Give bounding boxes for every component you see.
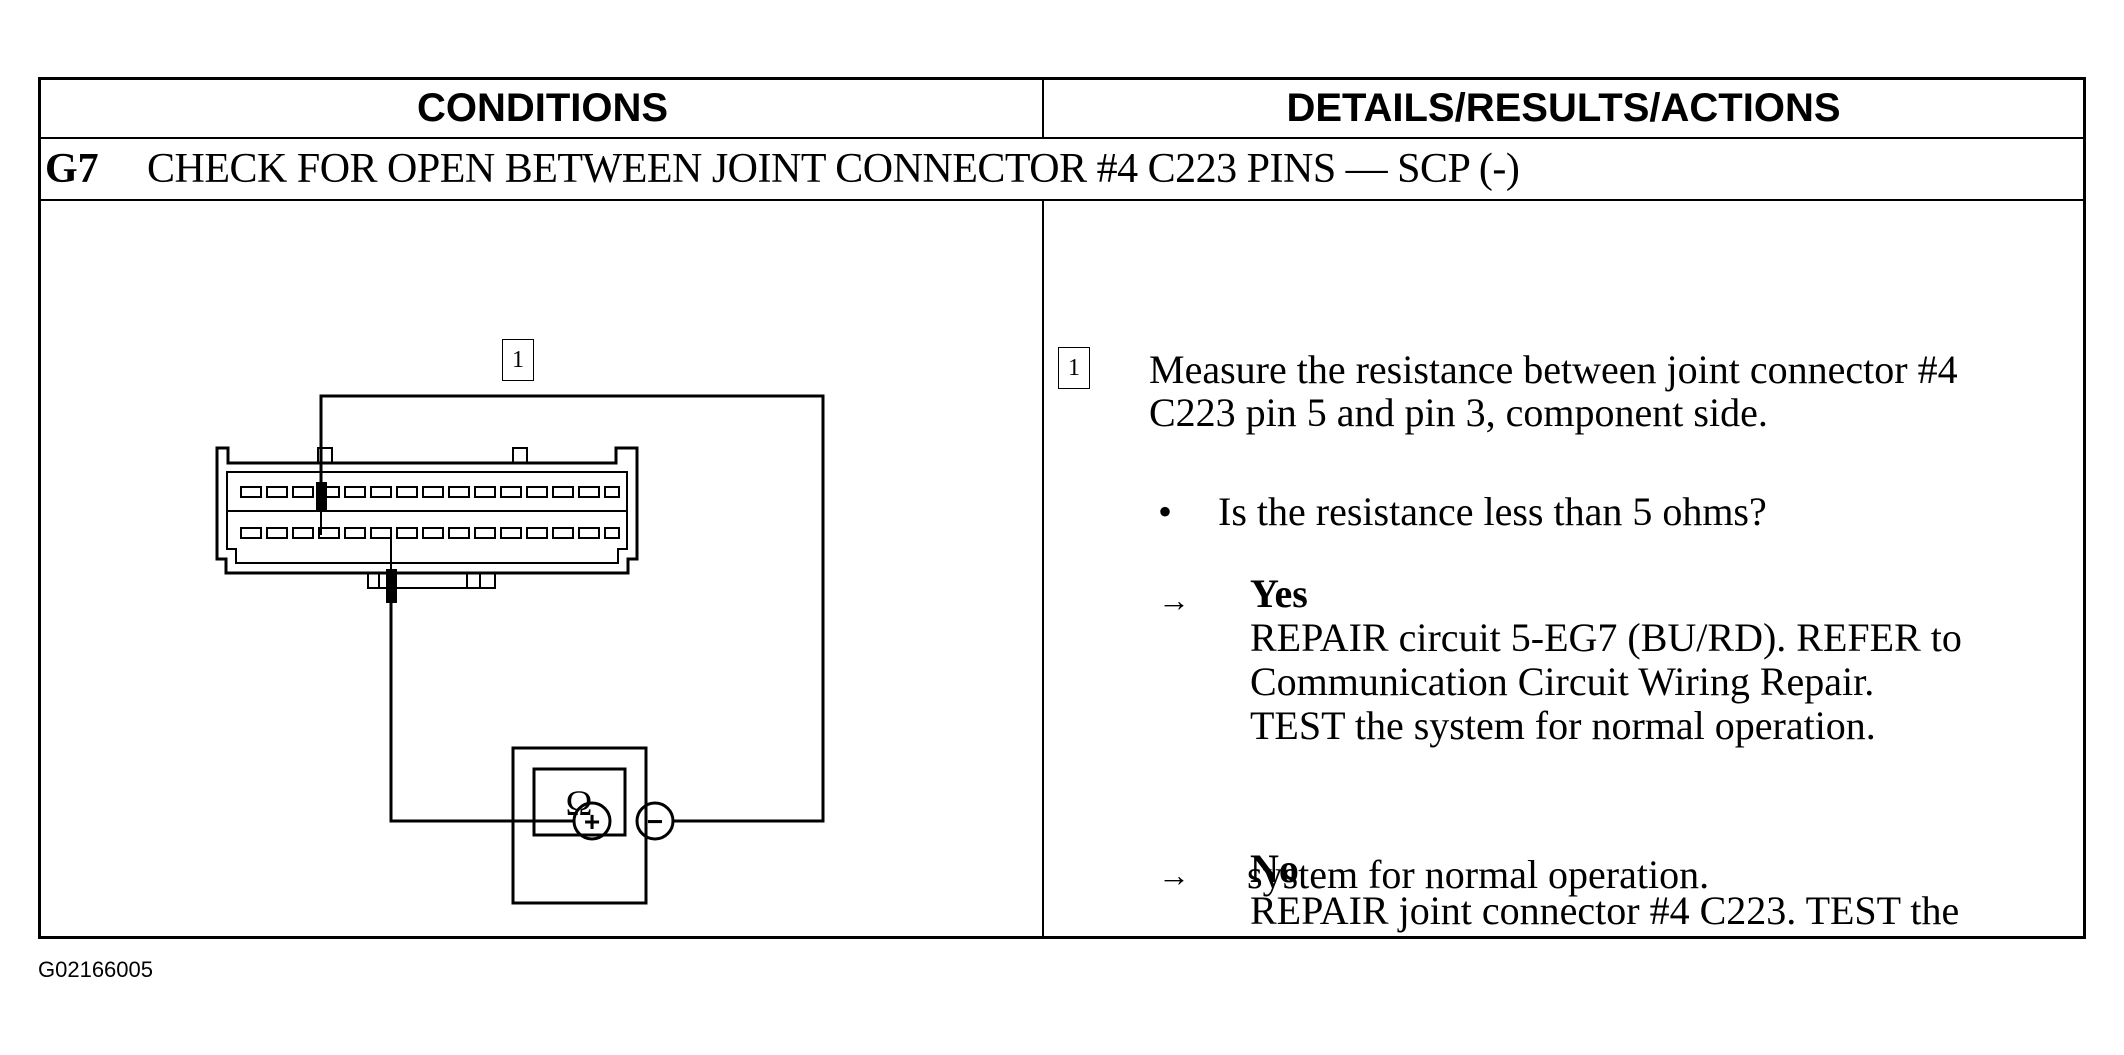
yes-line-2: Communication Circuit Wiring Repair. [1250,659,1875,704]
plus-terminal: + [584,806,600,837]
details-panel: 1 Measure the resistance between joint c… [1044,201,2083,936]
question-text: Is the resistance less than 5 ohms? [1218,489,1767,534]
details-header: DETAILS/RESULTS/ACTIONS [1286,86,1841,130]
ohmmeter [511,746,675,905]
yes-label: Yes [1250,571,1308,616]
test-probes [316,482,397,603]
connector-shell [215,446,639,575]
connector-wiring-svg: Ω + − [215,394,825,905]
no-label: No [1250,846,1299,891]
no-line-2: system for normal operation. [1247,852,1710,897]
details-callout-box: 1 [1058,347,1090,389]
instruction-line-1: Measure the resistance between joint con… [1149,347,1958,392]
top-row-pins [240,486,620,498]
yes-line-1: REPAIR circuit 5-EG7 (BU/RD). REFER to [1250,615,1962,660]
yes-arrow-icon: → [1158,582,1190,618]
step-row: G7 CHECK FOR OPEN BETWEEN JOINT CONNECTO… [41,139,2083,199]
figure-id: G02166005 [38,957,153,982]
instruction-line-2: C223 pin 5 and pin 3, component side. [1149,390,1768,435]
body-column-divider [1042,201,1044,936]
header-divider [41,137,2083,139]
bottom-row-pins [240,527,620,539]
question-bullet: • [1158,489,1173,534]
diagram-callout-box: 1 [502,339,534,381]
step-title: CHECK FOR OPEN BETWEEN JOINT CONNECTOR #… [147,146,1520,192]
ohm-symbol: Ω [566,783,593,823]
no-line-1: REPAIR joint connector #4 C223. TEST the [1250,888,1960,933]
column-divider [1042,80,1044,137]
step-divider [41,199,2083,201]
yes-line-3: TEST the system for normal operation. [1250,703,1876,748]
meter-leads [319,394,825,823]
conditions-header: CONDITIONS [416,86,669,130]
diagnostic-table: CONDITIONS DETAILS/RESULTS/ACTIONS G7 CH… [38,77,2086,939]
no-arrow-icon: → [1158,857,1190,893]
minus-terminal: − [647,806,663,837]
step-id: G7 [45,146,99,192]
